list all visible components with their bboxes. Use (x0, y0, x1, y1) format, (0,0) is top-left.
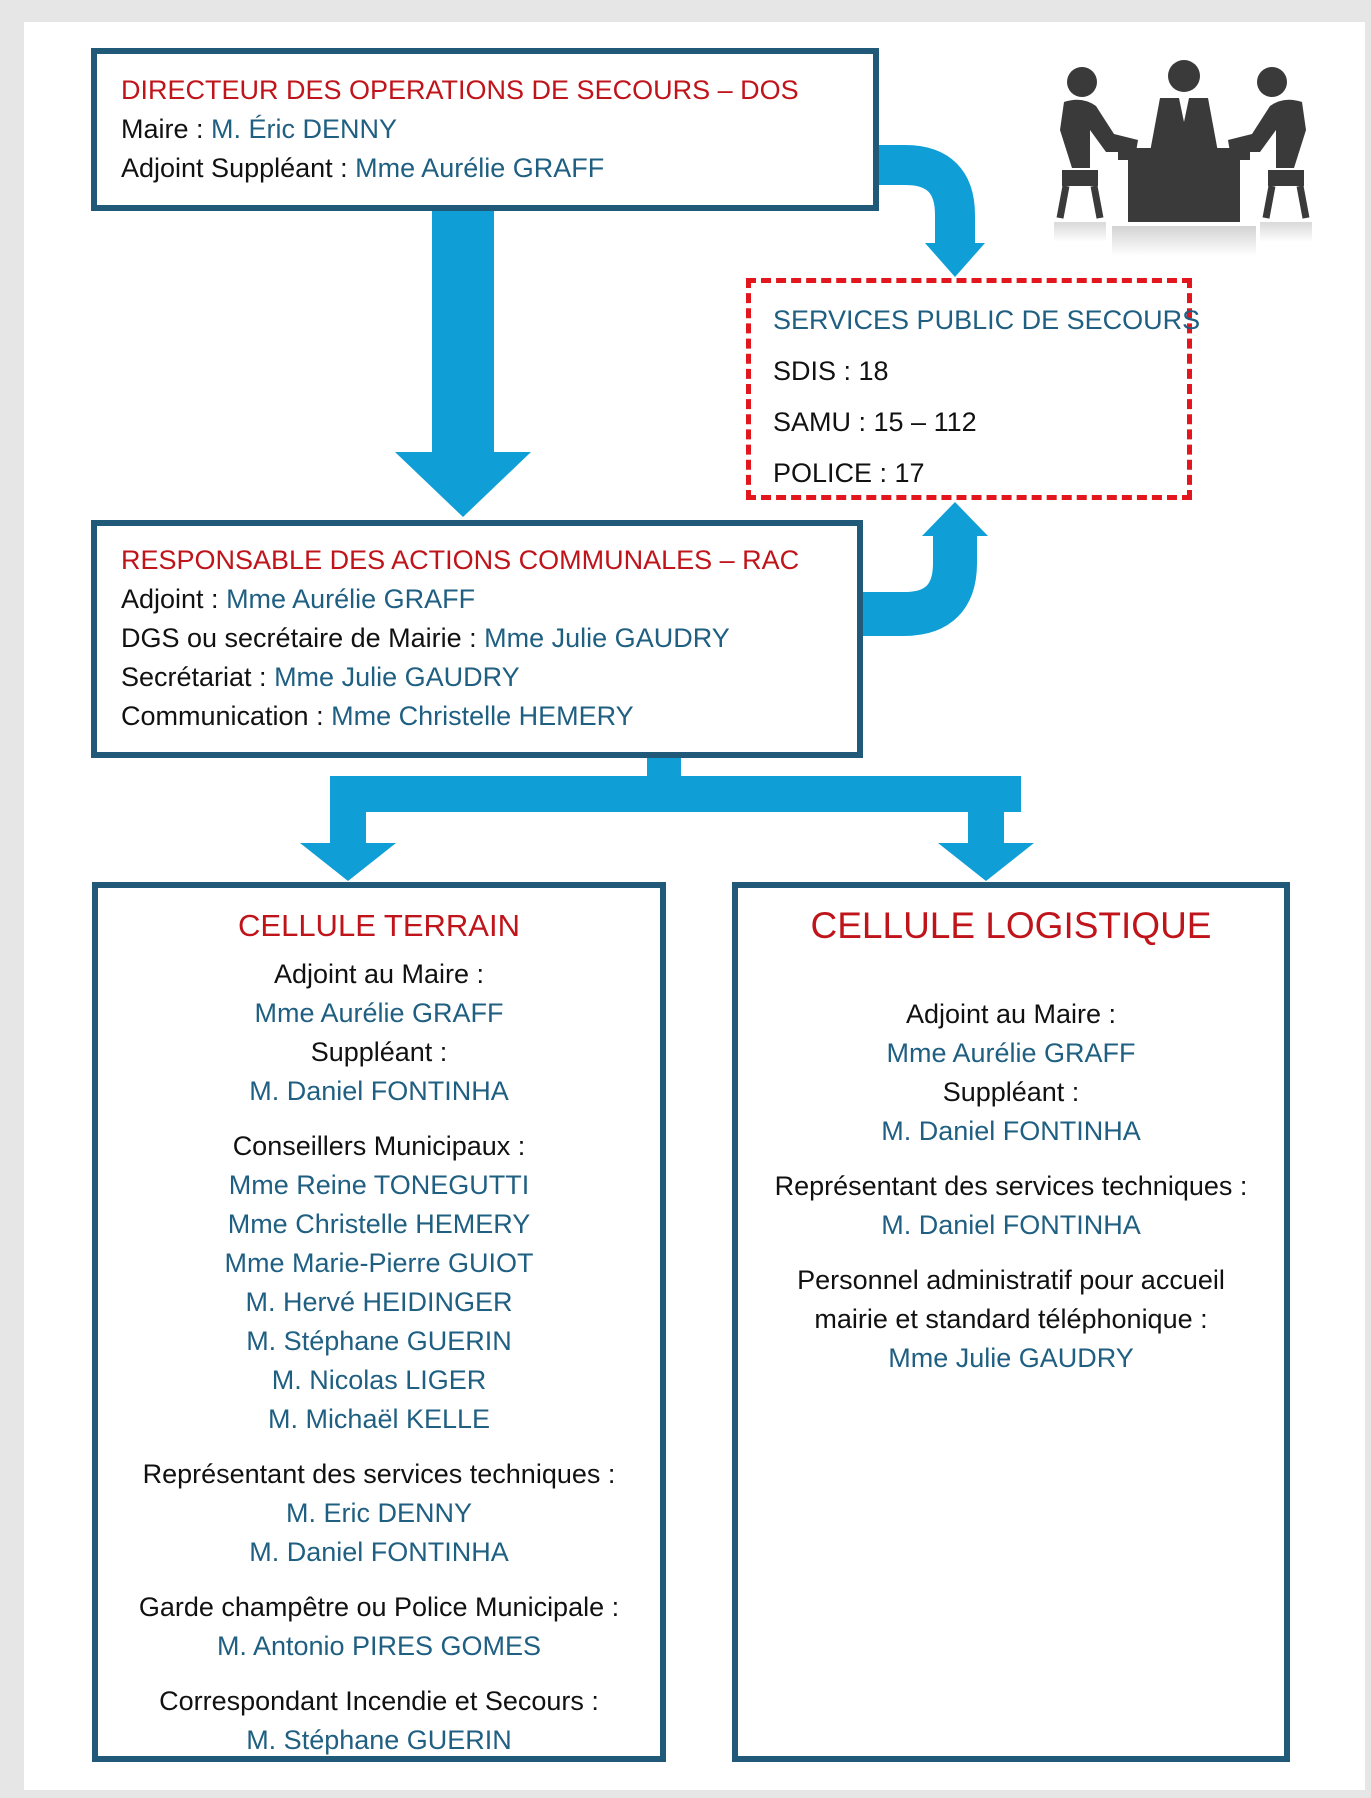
dos-title: DIRECTEUR DES OPERATIONS DE SECOURS – DO… (121, 75, 799, 105)
cellule-logistique-box: CELLULE LOGISTIQUE Adjoint au Maire : Mm… (732, 882, 1290, 1762)
spacer (738, 1151, 1284, 1167)
rac-box: RESPONSABLE DES ACTIONS COMMUNALES – RAC… (91, 520, 863, 758)
logistique-personnel-name: Mme Julie GAUDRY (888, 1343, 1134, 1373)
arrow-dos-to-services (879, 145, 985, 277)
rac-row-dgs: DGS ou secrétaire de Mairie : Mme Julie … (121, 619, 857, 658)
rac-row-label: Adjoint : (121, 584, 227, 614)
terrain-correspondant-name: M. Stéphane GUERIN (246, 1725, 512, 1755)
arrow-dos-to-services-path (879, 145, 975, 246)
logistique-techniques-label: Représentant des services techniques : (774, 1171, 1248, 1201)
spacer (738, 945, 1284, 995)
terrain-conseiller: M. Nicolas LIGER (271, 1365, 487, 1395)
terrain-techniques-label: Représentant des services techniques : (142, 1459, 616, 1489)
arrow-dos-to-rac-shaft (432, 210, 494, 455)
arrow-dos-to-rac-head (395, 452, 531, 517)
terrain-adjoint-label: Adjoint au Maire : (273, 959, 485, 989)
terrain-correspondant-label: Correspondant Incendie et Secours : (159, 1686, 599, 1716)
terrain-suppleant-name: M. Daniel FONTINHA (249, 1076, 509, 1106)
logistique-techniques-name: M. Daniel FONTINHA (881, 1210, 1141, 1240)
rac-row-name: Mme Julie GAUDRY (274, 662, 520, 692)
rac-row-communication: Communication : Mme Christelle HEMERY (121, 697, 857, 736)
dos-maire-row: Maire : M. Éric DENNY (121, 110, 873, 149)
arrow-dos-to-services-head (925, 243, 985, 277)
terrain-technique-name: M. Eric DENNY (285, 1498, 472, 1528)
arrow-rac-stem (647, 758, 681, 780)
logistique-suppleant-name: M. Daniel FONTINHA (881, 1116, 1141, 1146)
terrain-garde-label: Garde champêtre ou Police Municipale : (138, 1592, 620, 1622)
spacer (738, 1245, 1284, 1261)
terrain-conseiller: Mme Reine TONEGUTTI (228, 1170, 530, 1200)
logistique-personnel-label: mairie et standard téléphonique : (814, 1304, 1208, 1334)
spacer (98, 1111, 660, 1127)
arrow-left-head (300, 843, 396, 881)
arrow-right-head (938, 843, 1034, 881)
terrain-title: CELLULE TERRAIN (238, 908, 520, 943)
terrain-conseiller: M. Michaël KELLE (267, 1404, 491, 1434)
rac-row-adjoint: Adjoint : Mme Aurélie GRAFF (121, 580, 857, 619)
spacer (98, 945, 660, 955)
dos-maire-name: M. Éric DENNY (211, 114, 398, 145)
spacer (98, 1439, 660, 1455)
rac-row-name: Mme Julie GAUDRY (484, 623, 730, 653)
logistique-adjoint-label: Adjoint au Maire : (905, 999, 1117, 1029)
arrow-rac-to-services-path (863, 533, 977, 636)
spacer (98, 1572, 660, 1588)
arrow-dos-to-rac (395, 210, 531, 517)
logistique-title: CELLULE LOGISTIQUE (810, 905, 1212, 946)
services-title: SERVICES PUBLIC DE SECOURS (773, 305, 1201, 335)
rac-row-label: Secrétariat : (121, 662, 275, 692)
logistique-adjoint-name: Mme Aurélie GRAFF (886, 1038, 1136, 1068)
services-box: SERVICES PUBLIC DE SECOURS SDIS : 18 SAM… (746, 278, 1201, 500)
rac-row-secretariat: Secrétariat : Mme Julie GAUDRY (121, 658, 857, 697)
services-police: POLICE : 17 (773, 458, 925, 488)
arrow-left-shaft (330, 800, 366, 844)
logistique-suppleant-label: Suppléant : (942, 1077, 1080, 1107)
rac-title: RESPONSABLE DES ACTIONS COMMUNALES – RAC (121, 545, 800, 575)
terrain-suppleant-label: Suppléant : (310, 1037, 448, 1067)
arrow-right-shaft (968, 800, 1004, 844)
rac-row-label: DGS ou secrétaire de Mairie : (121, 623, 485, 653)
terrain-garde-name: M. Antonio PIRES GOMES (216, 1631, 542, 1661)
arrow-rac-to-services-head (922, 502, 988, 536)
cellule-terrain-box: CELLULE TERRAIN Adjoint au Maire : Mme A… (92, 882, 666, 1762)
dos-suppleant-label: Adjoint Suppléant : (121, 153, 356, 184)
rac-row-name: Mme Christelle HEMERY (331, 701, 634, 731)
rac-row-name: Mme Aurélie GRAFF (226, 584, 476, 614)
arrow-rac-to-services (863, 502, 988, 636)
arrow-rac-to-cells (300, 758, 1034, 881)
dos-maire-label: Maire : (121, 114, 212, 145)
terrain-conseiller: Mme Christelle HEMERY (227, 1209, 531, 1239)
spacer (98, 1666, 660, 1682)
rac-row-label: Communication : (121, 701, 332, 731)
logistique-personnel-label: Personnel administratif pour accueil (797, 1265, 1225, 1295)
dos-suppleant-name: Mme Aurélie GRAFF (355, 153, 605, 184)
terrain-technique-name: M. Daniel FONTINHA (249, 1537, 509, 1567)
meeting-people-icon (1054, 60, 1312, 256)
arrow-branch-bar (330, 776, 1021, 812)
terrain-conseillers-label: Conseillers Municipaux : (232, 1131, 526, 1161)
dos-suppleant-row: Adjoint Suppléant : Mme Aurélie GRAFF (121, 149, 873, 188)
dos-box: DIRECTEUR DES OPERATIONS DE SECOURS – DO… (91, 48, 879, 211)
terrain-adjoint-name: Mme Aurélie GRAFF (254, 998, 504, 1028)
terrain-conseiller: Mme Marie-Pierre GUIOT (224, 1248, 534, 1278)
terrain-conseiller: M. Stéphane GUERIN (246, 1326, 512, 1356)
services-samu: SAMU : 15 – 112 (773, 407, 977, 437)
services-sdis: SDIS : 18 (773, 356, 889, 386)
terrain-conseiller: M. Hervé HEIDINGER (245, 1287, 513, 1317)
